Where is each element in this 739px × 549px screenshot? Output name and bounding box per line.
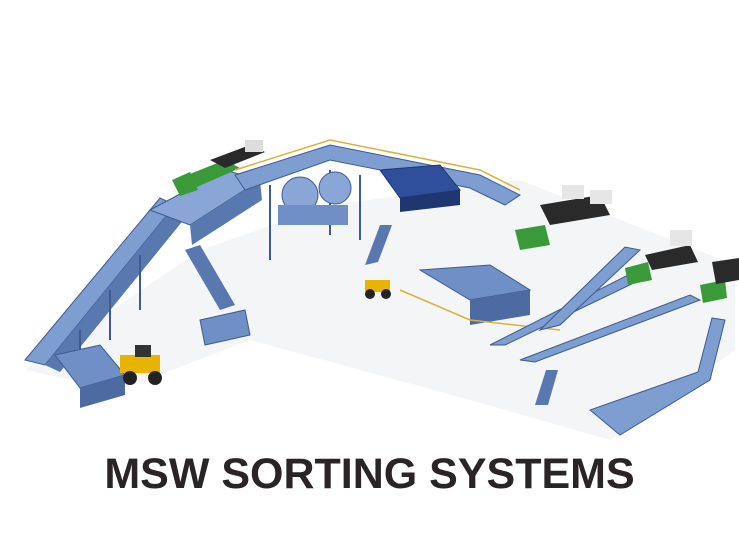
front-loader-left bbox=[120, 345, 162, 385]
output-conveyors bbox=[489, 246, 726, 436]
sorting-cabin bbox=[399, 264, 561, 331]
hopper-small bbox=[199, 309, 251, 346]
image-caption: MSW SORTING SYSTEMS bbox=[104, 450, 635, 498]
floor-shadow bbox=[25, 180, 735, 440]
stairs bbox=[185, 225, 558, 405]
air-separator bbox=[278, 171, 352, 225]
green-bins bbox=[172, 172, 727, 303]
optical-sorter bbox=[379, 164, 461, 212]
black-containers bbox=[210, 140, 739, 284]
bag-opener bbox=[54, 344, 126, 408]
front-loader-center bbox=[365, 280, 391, 299]
infeed-conveyor bbox=[24, 197, 190, 372]
